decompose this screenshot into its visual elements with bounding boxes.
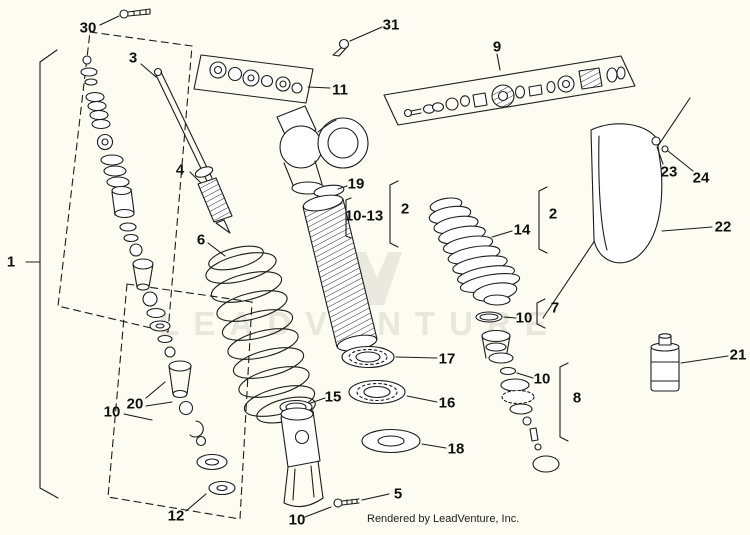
mud-guard: [590, 123, 713, 264]
leader-10-c: [304, 506, 332, 518]
leader-5: [361, 493, 390, 501]
coil-spring: [205, 242, 316, 424]
leader-10-a: [503, 316, 517, 319]
bolt-30: [99, 8, 151, 26]
leader-10-b: [516, 372, 534, 379]
bracket-1: [25, 49, 59, 499]
piston-assembly: [383, 53, 636, 126]
bracket-8: [559, 362, 569, 442]
leader-21: [680, 355, 729, 364]
lock-washers: [341, 345, 421, 454]
shock-rod: [140, 63, 233, 234]
left-stack-leader-lines: [123, 381, 207, 512]
bracket-7: [536, 298, 546, 329]
leader-17: [395, 356, 438, 359]
bump-stop-parts: [475, 311, 560, 473]
left-upper-parts-stack: [80, 55, 158, 307]
leader-18: [421, 443, 447, 449]
clevis-end: [279, 399, 360, 508]
seal-kit: [193, 54, 331, 104]
bracket-2-left: [389, 180, 399, 248]
dashed-group-boxes: [57, 31, 253, 520]
shock-head: [276, 105, 369, 195]
bellows-boot: [428, 197, 521, 306]
bracket-2-right: [538, 186, 548, 254]
leader-15: [307, 397, 326, 405]
leader-16: [406, 395, 438, 403]
bracket-10-13: [345, 197, 352, 239]
attribution-text: Rendered by LeadVenture, Inc.: [367, 513, 520, 525]
watermark-v-logo: [352, 252, 402, 305]
leader-14: [491, 230, 513, 238]
bolt-31: [332, 26, 383, 57]
oil-bottle: [650, 333, 680, 392]
left-lower-parts-stack: [146, 307, 236, 496]
